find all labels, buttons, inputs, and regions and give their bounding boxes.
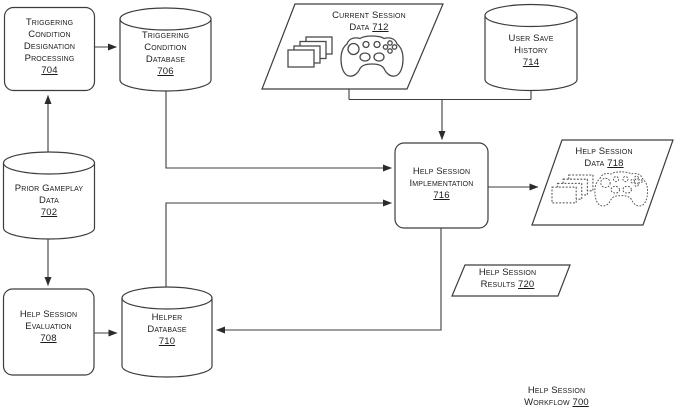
label-help-session-evaluation: Help Session Evaluation 708 [3, 309, 94, 345]
ref-706: 706 [157, 66, 174, 77]
label-line: Implementation [409, 178, 474, 189]
label-line: Help Session [575, 146, 633, 157]
label-current-session-data: Current Session Data 712 [294, 10, 444, 34]
ref-714: 714 [522, 57, 540, 68]
label-line: Results [480, 279, 516, 290]
figure-caption: Help Session Workflow 700 [499, 385, 614, 409]
ref-702: 702 [40, 207, 58, 218]
label-prior-gameplay-data: Prior Gameplay Data 702 [4, 183, 94, 219]
parallelogram-help-session-results [451, 264, 571, 297]
box-help-session-implementation [394, 142, 489, 229]
label-triggering-condition-processing: Triggering Condition Designation Process… [4, 17, 95, 77]
ref-710: 710 [158, 336, 176, 347]
label-line: Prior Gameplay [14, 183, 84, 194]
cylinder-prior-gameplay-data [2, 151, 96, 240]
label-helper-database: Helper Database 710 [122, 312, 212, 348]
label-line: Processing [24, 53, 75, 64]
screenshot-stack-dotted-icon [551, 174, 594, 204]
label-line: Evaluation [25, 321, 72, 332]
label-line: Data [584, 158, 605, 169]
label-line: Database [145, 54, 186, 65]
caption-line: Workflow [524, 397, 570, 408]
bus-712-714 [348, 88, 532, 101]
ref-712: 712 [372, 22, 389, 33]
label-help-session-implementation: Help Session Implementation 716 [395, 166, 488, 202]
label-line: Condition [28, 29, 71, 40]
label-line: Triggering [25, 17, 74, 28]
label-help-session-results: Help Session Results 720 [455, 267, 560, 291]
caption-line: Help Session [527, 385, 586, 396]
arrow-706-to-716 [165, 90, 392, 172]
label-line: History [514, 45, 548, 56]
gamepad-icon [340, 35, 404, 77]
label-line: Database [147, 324, 187, 335]
label-line: Current Session [332, 10, 406, 21]
label-line: Data [349, 22, 370, 33]
cylinder-user-save-history [484, 3, 578, 92]
label-line: Data [38, 195, 60, 206]
box-triggering-condition-processing [3, 6, 96, 92]
label-triggering-condition-database: Triggering Condition Database 706 [120, 30, 211, 78]
label-line: User Save [508, 33, 554, 44]
label-line: Help Session [412, 166, 471, 177]
label-line: Help Session [19, 309, 78, 320]
box-help-session-evaluation [2, 288, 95, 376]
label-line: Helper [151, 312, 183, 323]
label-line: Designation [23, 41, 76, 52]
label-line: Triggering [141, 30, 190, 41]
arrow-710-to-716 [165, 199, 392, 288]
ref-700: 700 [572, 397, 589, 408]
ref-716: 716 [433, 190, 450, 201]
ref-718: 718 [607, 158, 624, 169]
screenshot-stack-icon [287, 36, 333, 68]
arrow-716-to-710 [216, 228, 442, 334]
gamepad-dotted-icon [594, 171, 649, 207]
label-user-save-history: User Save History 714 [485, 33, 577, 69]
cylinder-helper-database [121, 286, 213, 378]
ref-720: 720 [518, 279, 535, 290]
label-help-session-data: Help Session Data 718 [545, 146, 663, 170]
label-line: Help Session [478, 267, 537, 278]
label-line: Condition [144, 42, 187, 53]
cylinder-triggering-condition-database [119, 7, 212, 92]
ref-708: 708 [40, 333, 57, 344]
ref-704: 704 [41, 65, 58, 76]
